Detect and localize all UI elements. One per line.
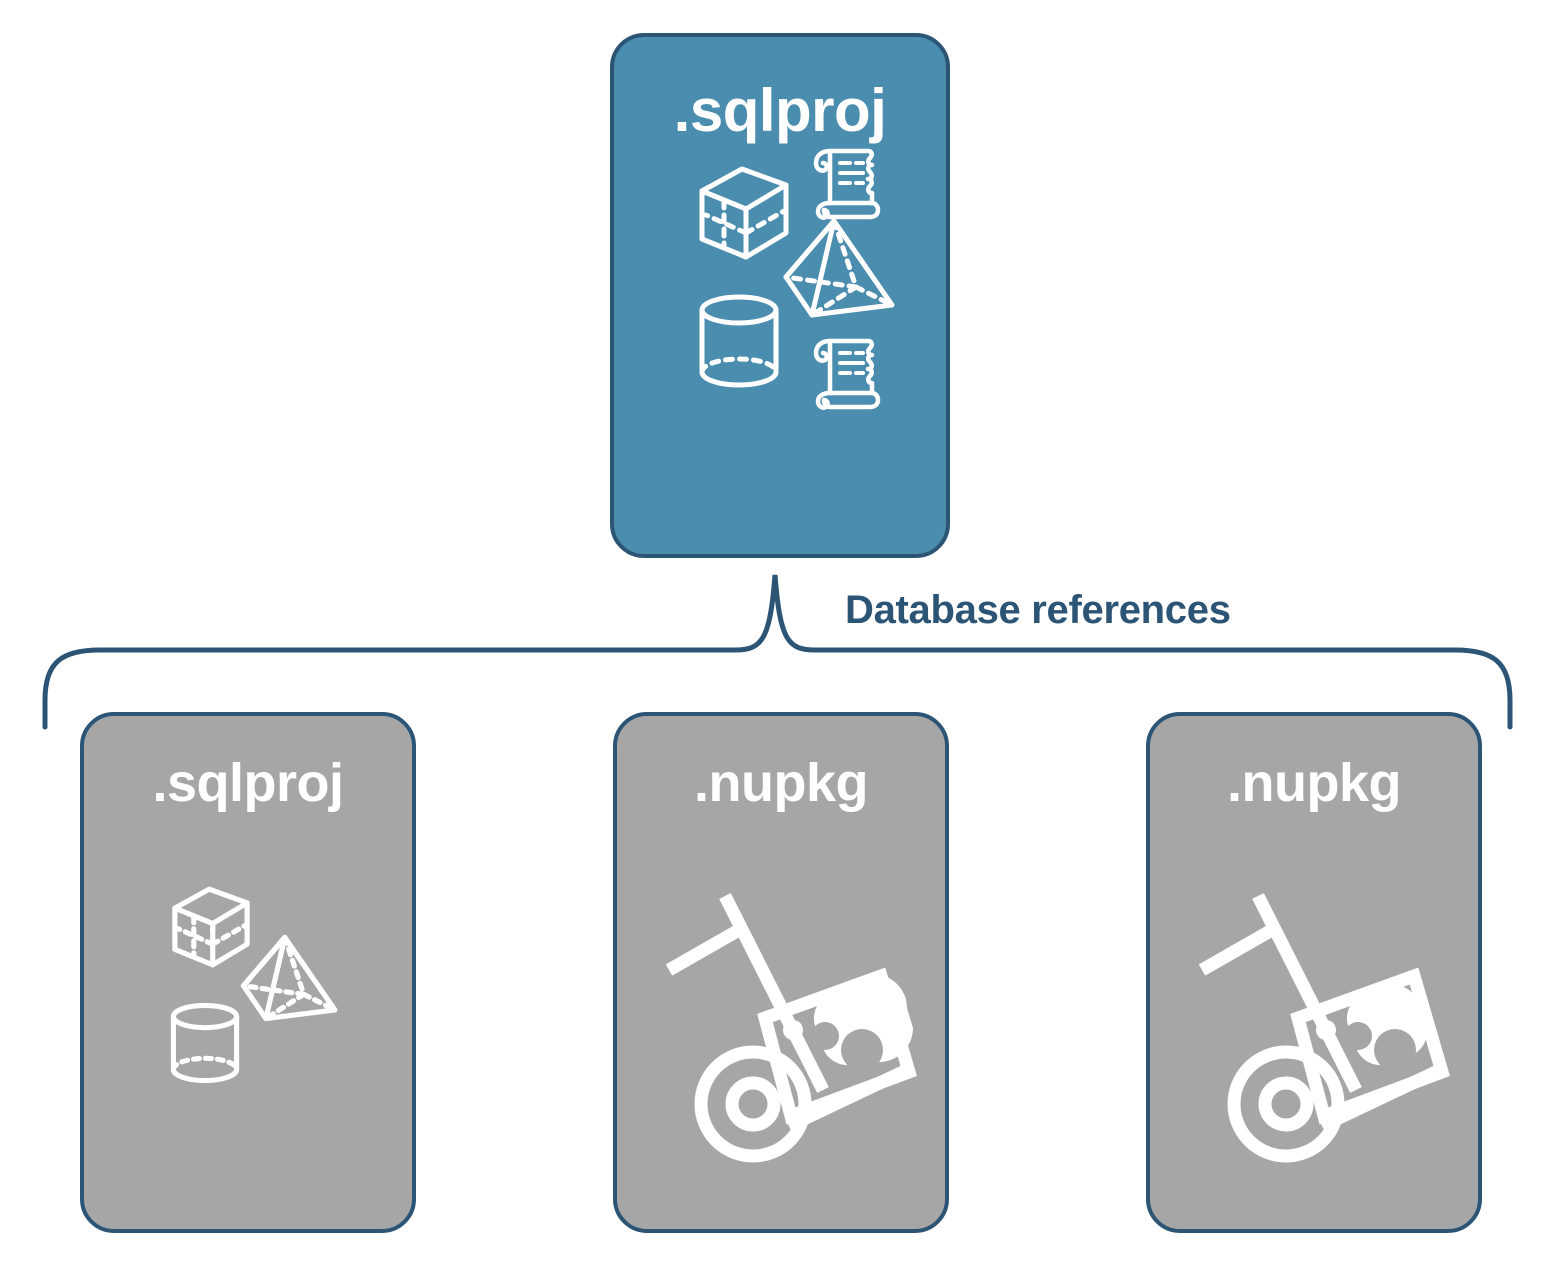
pyramid-icon bbox=[240, 934, 338, 1022]
node-child-nupkg-1-icon-area bbox=[617, 810, 945, 1229]
node-child-nupkg-2-title: .nupkg bbox=[1227, 753, 1401, 813]
node-root-sqlproj[interactable]: .sqlproj bbox=[610, 33, 950, 558]
node-child-nupkg-2[interactable]: .nupkg bbox=[1146, 712, 1482, 1233]
node-root-icon-area bbox=[614, 141, 946, 554]
connector-label: Database references bbox=[845, 588, 1231, 632]
hand-truck-package-icon bbox=[1198, 893, 1450, 1163]
scroll-icon bbox=[813, 338, 881, 410]
node-root-title: .sqlproj bbox=[673, 77, 887, 144]
cylinder-icon bbox=[699, 294, 779, 388]
node-child-sqlproj-icon-area bbox=[84, 810, 412, 1229]
pyramid-icon bbox=[783, 218, 895, 318]
node-child-sqlproj[interactable]: .sqlproj bbox=[80, 712, 416, 1233]
cylinder-icon bbox=[170, 1002, 240, 1084]
node-child-nupkg-2-icon-area bbox=[1150, 810, 1478, 1229]
hand-truck-package-icon bbox=[665, 893, 917, 1163]
cube-icon bbox=[699, 166, 789, 260]
cube-icon bbox=[172, 886, 250, 968]
node-child-nupkg-1[interactable]: .nupkg bbox=[613, 712, 949, 1233]
node-child-nupkg-1-title: .nupkg bbox=[694, 753, 868, 813]
node-child-sqlproj-title: .sqlproj bbox=[152, 753, 344, 813]
scroll-icon bbox=[813, 148, 881, 220]
